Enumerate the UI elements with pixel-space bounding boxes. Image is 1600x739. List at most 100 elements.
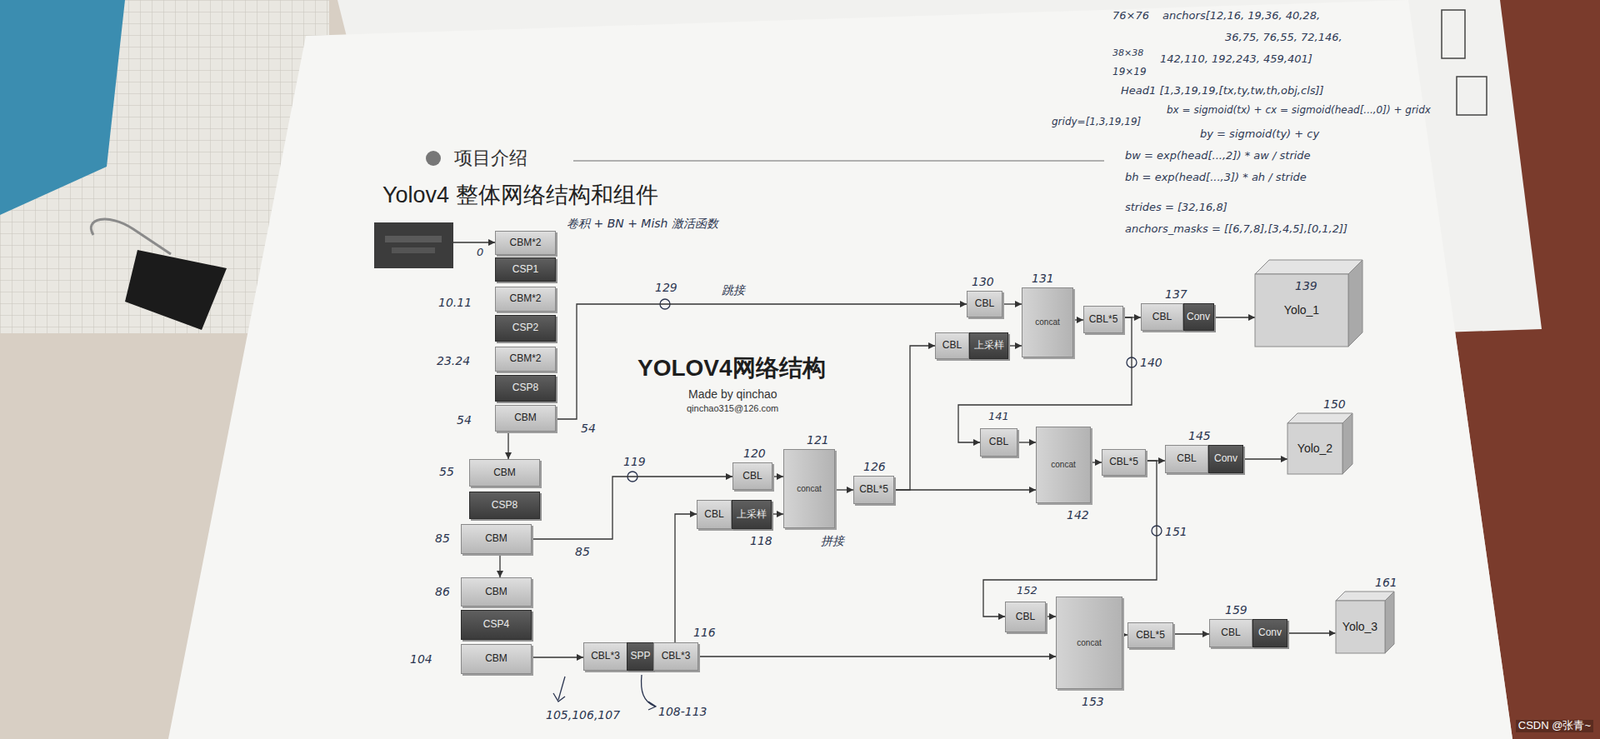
handwritten-note: 137 (1165, 287, 1188, 301)
formula-note: anchors_masks = [[6,7,8],[3,4,5],[0,1,2]… (1125, 223, 1348, 236)
handwritten-note: 0 (476, 246, 484, 260)
formula-note: 19×19 (1112, 66, 1147, 79)
header-rule (573, 160, 1105, 162)
formula-note: 38×38 (1112, 48, 1144, 60)
box-label: CBL (1176, 453, 1196, 465)
box-label: CBM (514, 412, 537, 425)
box-label: CSP2 (512, 322, 539, 335)
handwritten-note: 142 (1066, 508, 1090, 522)
layer-box: CBL*5 (1127, 622, 1174, 649)
formula-note: bx = sigmoid(tx) + cx = sigmoid(head[...… (1166, 105, 1431, 117)
layer-box: CBM*2 (495, 230, 556, 255)
layer-box: CBL*5 (1083, 305, 1124, 334)
box-label: 上采样 (736, 509, 767, 521)
module-box: Conv (1183, 303, 1215, 331)
output-cube: Yolo_2 (1287, 413, 1353, 475)
box-label: CBL (1152, 311, 1172, 324)
input-image (374, 222, 454, 269)
author-credit: Made by qinchao (688, 387, 778, 401)
handwritten-note: 151 (1165, 525, 1188, 539)
concat-block: concat (783, 449, 835, 529)
layer-box: CBL (1209, 619, 1253, 648)
module-box: CSP8 (469, 491, 540, 520)
handwritten-note: 108-113 (658, 705, 708, 719)
box-label: CBM (485, 586, 508, 599)
box-label: CBL*5 (1089, 314, 1119, 326)
handwritten-note: 152 (1016, 585, 1038, 598)
formula-note: 142,110, 192,243, 459,401] (1160, 53, 1313, 66)
layer-box: CBM (495, 405, 556, 432)
module-box: Conv (1252, 619, 1288, 648)
box-label: CBL*3 (590, 650, 620, 663)
connector (1017, 441, 1036, 443)
connector (698, 655, 1056, 657)
layer-box: CBM*2 (495, 346, 556, 372)
handwritten-note: 105,106,107 (545, 708, 620, 722)
formula-note: 36,75, 76,55, 72,146, (1225, 31, 1343, 45)
formula-note: Head1 [1,3,19,19,[tx,ty,tw,th,obj,cls]] (1120, 85, 1325, 98)
handwritten-note: 10.11 (438, 295, 472, 310)
connector (531, 656, 584, 658)
module-box: CSP1 (495, 257, 556, 282)
box-label: CSP4 (483, 619, 510, 631)
layer-box: CBL*5 (853, 475, 895, 505)
section-header: 项目介绍 (454, 147, 528, 169)
input-image-blur (391, 247, 435, 254)
connector (507, 431, 509, 460)
cube-shape (1255, 260, 1363, 347)
main-paper (168, 0, 1513, 739)
handwritten-note: 153 (1081, 695, 1105, 709)
handwritten-note: 120 (743, 446, 766, 460)
box-label: Yolo_1 (1284, 303, 1320, 317)
cube-front (1255, 274, 1349, 347)
handwritten-note: 161 (1375, 575, 1398, 590)
layer-box: CBL*5 (1101, 449, 1146, 476)
handwritten-note: 145 (1188, 429, 1211, 443)
connector (835, 489, 854, 490)
input-arrow (453, 241, 495, 243)
doodle-box (1441, 10, 1465, 59)
box-label: Yolo_3 (1342, 620, 1378, 634)
layer-box: CBM (460, 644, 532, 675)
watermark: CSDN @张青~ (1515, 720, 1594, 733)
connector (772, 475, 784, 477)
module-box: 上采样 (731, 500, 772, 530)
handwritten-note: 跳接 (721, 283, 745, 297)
handwritten-note: 130 (971, 275, 995, 289)
connector (499, 554, 500, 578)
layer-box: CBM*2 (495, 286, 556, 312)
connector (531, 476, 733, 540)
box-label: CBL (975, 298, 995, 310)
box-label: CBL (704, 509, 724, 521)
cube-side (1342, 413, 1353, 475)
layer-box: CBL (1005, 601, 1046, 633)
box-label: CBL*5 (1109, 456, 1139, 469)
box-label: CBM (493, 467, 516, 480)
handwritten-note: 116 (693, 625, 716, 640)
layer-box: CBL (696, 500, 732, 530)
box-label: CBL (989, 436, 1009, 449)
connector (771, 513, 784, 515)
cube-side (1385, 591, 1395, 654)
box-label: CBM (485, 533, 508, 545)
box-label: CBL*5 (1135, 630, 1165, 642)
output-cube: Yolo_3 (1335, 591, 1395, 654)
cube-side (1348, 260, 1363, 347)
connector (1073, 319, 1084, 320)
layer-box: CBM (460, 577, 532, 607)
layer-box: CBL (980, 428, 1018, 457)
box-label: CSP1 (512, 264, 539, 276)
handwritten-note: 126 (863, 460, 886, 474)
page-title: Yolov4 整体网络结构和组件 (382, 180, 659, 210)
module-box: CSP2 (495, 315, 556, 342)
layer-box: CBM (469, 459, 540, 487)
handwritten-note: 150 (1323, 397, 1346, 411)
author-credit: qinchao315@126.com (686, 403, 779, 415)
box-label: CBM*2 (509, 293, 541, 305)
module-box: Conv (1208, 445, 1244, 474)
clip-wire (90, 219, 171, 255)
handwritten-note: 23.24 (436, 354, 470, 368)
handwritten-note: 118 (750, 534, 773, 548)
